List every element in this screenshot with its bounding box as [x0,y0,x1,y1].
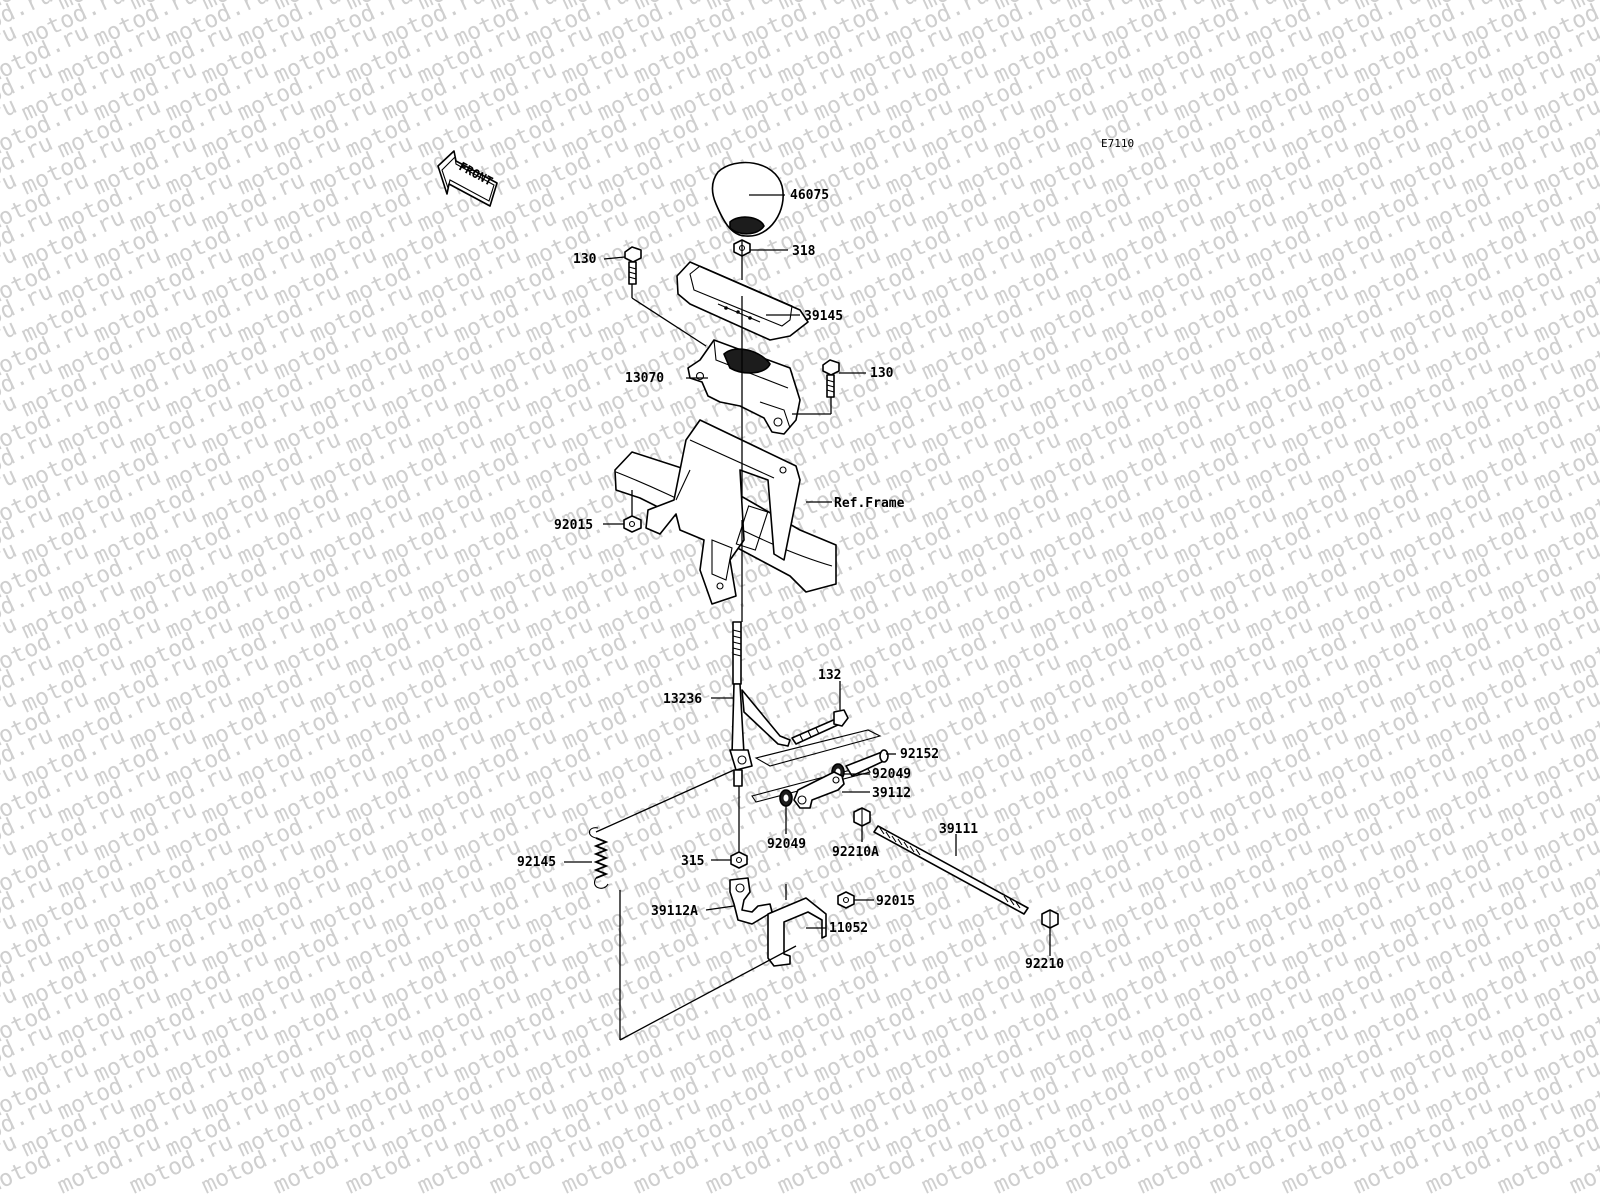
part-label-315: 315 [681,854,704,869]
nut-92015-upper-icon [623,515,642,533]
part-label-130-right: 130 [870,366,894,381]
lever-39112-icon [793,771,845,809]
part-label-39112: 39112 [872,786,911,801]
bolt-132-icon [791,709,849,745]
part-label-92210: 92210 [1025,957,1064,972]
part-label-318: 318 [792,244,816,259]
pivot-plate-outline [754,729,882,767]
collar-92152-icon [845,749,889,777]
part-label-39111: 39111 [939,822,978,837]
part-label-ref-frame: Ref.Frame [834,496,905,511]
part-label-92015-upper: 92015 [554,518,593,533]
spring-92145-icon [588,827,609,889]
shift-console-housing [687,339,801,435]
part-label-11052: 11052 [829,921,868,936]
nut-92210a-icon [853,807,871,827]
bolt-130-left-icon [624,246,642,285]
part-label-46075: 46075 [790,188,829,203]
part-label-13070: 13070 [625,371,664,386]
part-label-39112a: 39112A [651,904,698,919]
joint-39112a-icon [729,877,773,925]
bolt-130-right-icon [822,359,840,398]
part-label-39145: 39145 [804,309,843,324]
washer-92049-lower-icon [779,789,793,807]
part-labels: 46075 318 130 39145 130 13070 Ref.Frame … [517,188,1064,972]
nut-92210-icon [1041,909,1059,929]
part-label-92152: 92152 [900,747,939,762]
part-label-92049-upper: 92049 [872,767,911,782]
nut-92015-lower-icon [837,891,855,909]
rod-39111-icon [873,825,1029,915]
bracket-11052-icon [767,897,827,967]
part-label-92015-lower: 92015 [876,894,915,909]
part-label-13236: 13236 [663,692,702,707]
nut-315-icon [730,851,748,869]
shift-knob [711,161,784,237]
shift-bracket [645,419,801,605]
shift-rod [729,621,791,787]
part-label-92145: 92145 [517,855,556,870]
leader-lines [564,194,1051,1041]
part-label-92049-lower: 92049 [767,837,806,852]
part-label-130-left: 130 [573,252,597,267]
diagram-code: E7110 [1101,137,1134,150]
part-label-92210a: 92210A [832,845,879,860]
part-label-132: 132 [818,668,841,683]
